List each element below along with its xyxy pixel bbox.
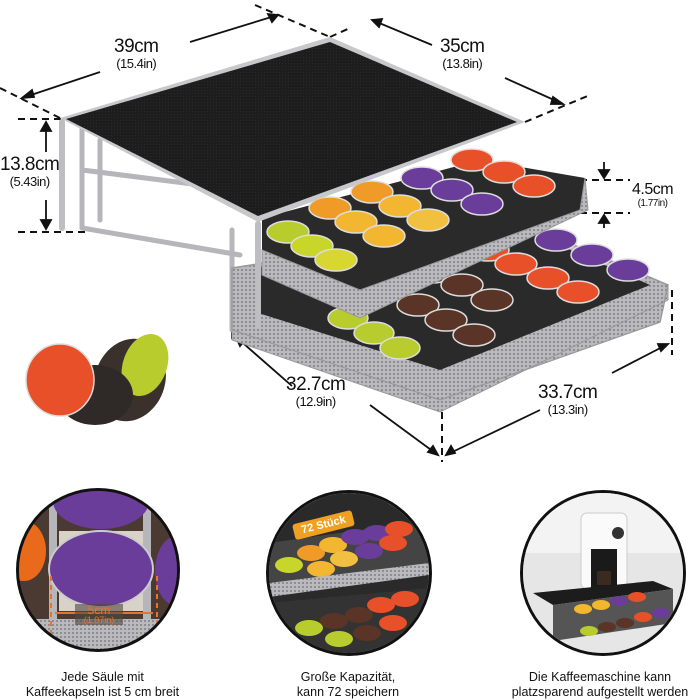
feature-image-drawers: 72 Stück [266, 490, 432, 656]
product-illustration [0, 4, 673, 462]
upper-drawer [261, 148, 589, 319]
dimension-base-right: 33.7cm (13.3in) [538, 382, 598, 417]
top-mat [60, 37, 525, 222]
dimension-depth-top: 35cm (13.8in) [440, 36, 485, 71]
feature-caption-space-saving: Die Kaffeemaschine kann platzsparend auf… [511, 670, 689, 699]
feature-caption-width: Jede Säule mit Kaffeekapseln ist 5 cm br… [25, 670, 180, 699]
dimension-base-left: 32.7cm (12.9in) [286, 374, 346, 409]
dimension-drawer-height: 4.5cm (1.77in) [632, 181, 674, 209]
dimension-height: 13.8cm (5.43in) [0, 154, 60, 189]
dimension-width-top: 39cm (15.4in) [114, 36, 159, 71]
feature-caption-capacity: Große Kapazität, kann 72 speichern [296, 670, 400, 699]
loose-capsules [25, 334, 169, 425]
column-width-label: 5cm (1.97in) [75, 604, 123, 625]
feature-image-coffee-machine [520, 490, 686, 656]
feature-image-capsule-closeup: 5cm (1.97in) [16, 488, 180, 652]
